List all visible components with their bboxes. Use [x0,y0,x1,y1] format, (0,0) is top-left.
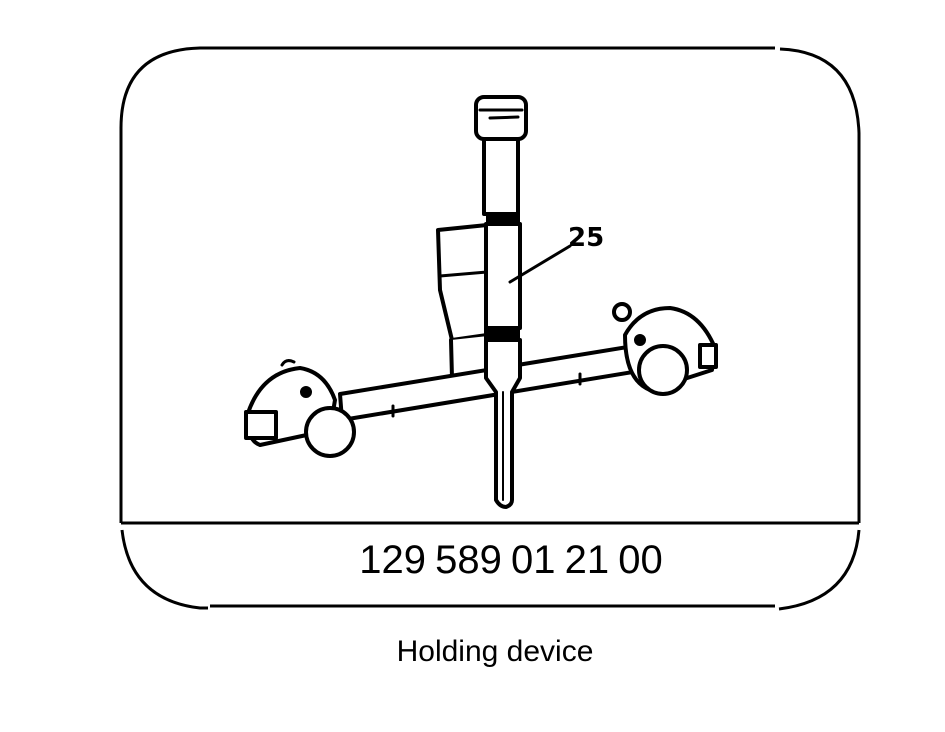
left-clamp [244,359,356,458]
right-clamp [612,302,718,396]
upper-shaft [482,137,520,216]
holding-device-illustration [244,95,718,509]
part-number: 129 589 01 21 00 [359,538,663,582]
center-sleeve [484,222,522,330]
callout-leader-25 [508,244,572,284]
top-knob [474,95,528,141]
support-bracket [436,223,489,342]
frame-border [119,46,861,611]
callout-label-25: 25 [568,223,604,253]
lower-spindle [484,338,522,509]
figure-caption: Holding device [396,635,594,668]
